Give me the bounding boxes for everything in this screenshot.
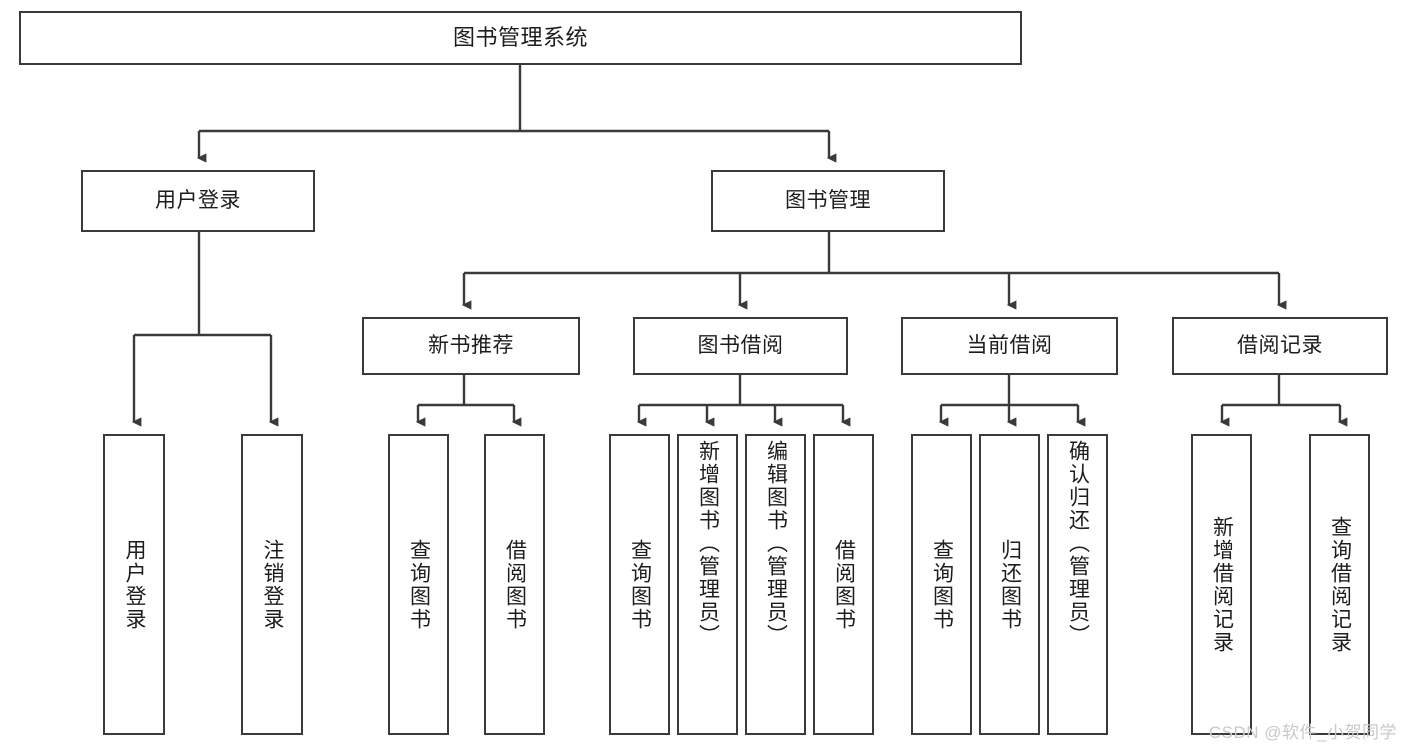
node-user-login[interactable]: 用户登录 [81,170,315,232]
leaf-edit-book[interactable]: 编辑图书（管理员） [745,434,806,735]
leaf-return-book-label: 归还图书 [998,538,1022,631]
leaf-logout-label: 注销登录 [261,538,285,631]
leaf-logout[interactable]: 注销登录 [241,434,303,735]
node-borrow-record-label: 借阅记录 [1237,333,1323,357]
node-current-borrow[interactable]: 当前借阅 [901,317,1118,375]
leaf-confirm-return[interactable]: 确认归还（管理员） [1047,434,1108,735]
node-root[interactable]: 图书管理系统 [19,11,1022,65]
leaf-query-book-1-label: 查询图书 [407,538,431,631]
leaf-add-record[interactable]: 新增借阅记录 [1191,434,1252,735]
leaf-query-book-3[interactable]: 查询图书 [911,434,972,735]
node-book-borrow[interactable]: 图书借阅 [633,317,848,375]
leaf-borrow-book-1-label: 借阅图书 [503,538,527,631]
leaf-user-login-label: 用户登录 [123,538,147,631]
leaf-return-book[interactable]: 归还图书 [979,434,1040,735]
leaf-user-login[interactable]: 用户登录 [103,434,165,735]
leaf-edit-book-label: 编辑图书（管理员） [764,440,788,647]
leaf-query-record-label: 查询借阅记录 [1328,515,1352,654]
leaf-confirm-return-label: 确认归还（管理员） [1066,440,1090,647]
leaf-add-record-label: 新增借阅记录 [1210,515,1234,654]
leaf-add-book-label: 新增图书（管理员） [696,440,720,647]
leaf-query-book-3-label: 查询图书 [930,538,954,631]
node-user-login-label: 用户登录 [155,188,241,212]
node-root-label: 图书管理系统 [452,25,588,51]
node-book-manage[interactable]: 图书管理 [711,170,945,232]
leaf-add-book[interactable]: 新增图书（管理员） [677,434,738,735]
leaf-query-book-2-label: 查询图书 [628,538,652,631]
leaf-query-book-1[interactable]: 查询图书 [388,434,449,735]
node-borrow-record[interactable]: 借阅记录 [1172,317,1388,375]
leaf-query-book-2[interactable]: 查询图书 [609,434,670,735]
node-current-borrow-label: 当前借阅 [966,333,1053,357]
leaf-borrow-book-2-label: 借阅图书 [832,538,856,631]
node-new-book-rec-label: 新书推荐 [428,333,514,357]
node-book-borrow-label: 图书借阅 [697,333,784,357]
watermark: CSDN @软件_小贺同学 [1208,723,1397,742]
node-new-book-rec[interactable]: 新书推荐 [362,317,580,375]
node-book-manage-label: 图书管理 [785,188,871,212]
leaf-borrow-book-1[interactable]: 借阅图书 [484,434,545,735]
leaf-query-record[interactable]: 查询借阅记录 [1309,434,1370,735]
leaf-borrow-book-2[interactable]: 借阅图书 [813,434,874,735]
